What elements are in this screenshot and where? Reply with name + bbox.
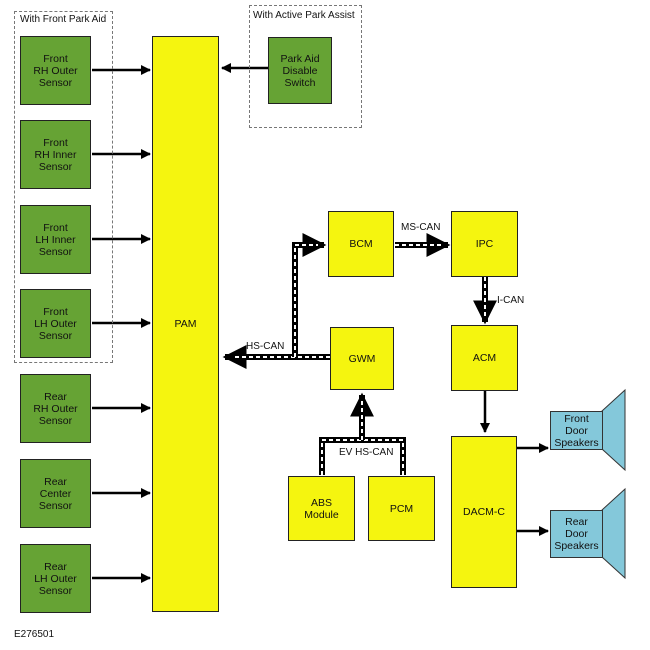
rear-rh-outer-sensor: Rear RH Outer Sensor [20, 374, 91, 443]
figure-id: E276501 [14, 629, 55, 640]
rear-door-speakers: Rear Door Speakers [550, 510, 603, 558]
rear-speaker-cone [601, 487, 626, 580]
abs-module: ABS Module [288, 476, 355, 541]
acm-module: ACM [451, 325, 518, 391]
pcm-module: PCM [368, 476, 435, 541]
ipc-module: IPC [451, 211, 518, 277]
ms-can-label: MS-CAN [401, 222, 441, 233]
can-bus-lines [222, 233, 497, 475]
speaker-cones [601, 388, 626, 580]
rear-lh-outer-sensor: Rear LH Outer Sensor [20, 544, 91, 613]
front-lh-inner-sensor: Front LH Inner Sensor [20, 205, 91, 274]
active-park-assist-group-label: With Active Park Assist [253, 10, 355, 21]
front-door-speakers: Front Door Speakers [550, 411, 603, 450]
front-speaker-cone [601, 388, 626, 472]
front-park-aid-group [14, 11, 113, 363]
front-rh-inner-sensor: Front RH Inner Sensor [20, 120, 91, 189]
park-aid-disable-switch: Park Aid Disable Switch [268, 37, 332, 104]
ev-hs-can-label: EV HS-CAN [339, 447, 394, 458]
hs-can-label: HS-CAN [246, 341, 285, 352]
front-lh-outer-sensor: Front LH Outer Sensor [20, 289, 91, 358]
dacm-c-module: DACM-C [451, 436, 517, 588]
front-park-aid-group-label: With Front Park Aid [20, 14, 107, 25]
bcm-module: BCM [328, 211, 394, 277]
sensor-arrows [92, 63, 549, 583]
pam-module: PAM [152, 36, 219, 612]
i-can-label: I-CAN [497, 295, 525, 306]
front-rh-outer-sensor: Front RH Outer Sensor [20, 36, 91, 105]
gwm-module: GWM [330, 327, 394, 390]
rear-center-sensor: Rear Center Sensor [20, 459, 91, 528]
active-park-assist-group [249, 5, 362, 128]
